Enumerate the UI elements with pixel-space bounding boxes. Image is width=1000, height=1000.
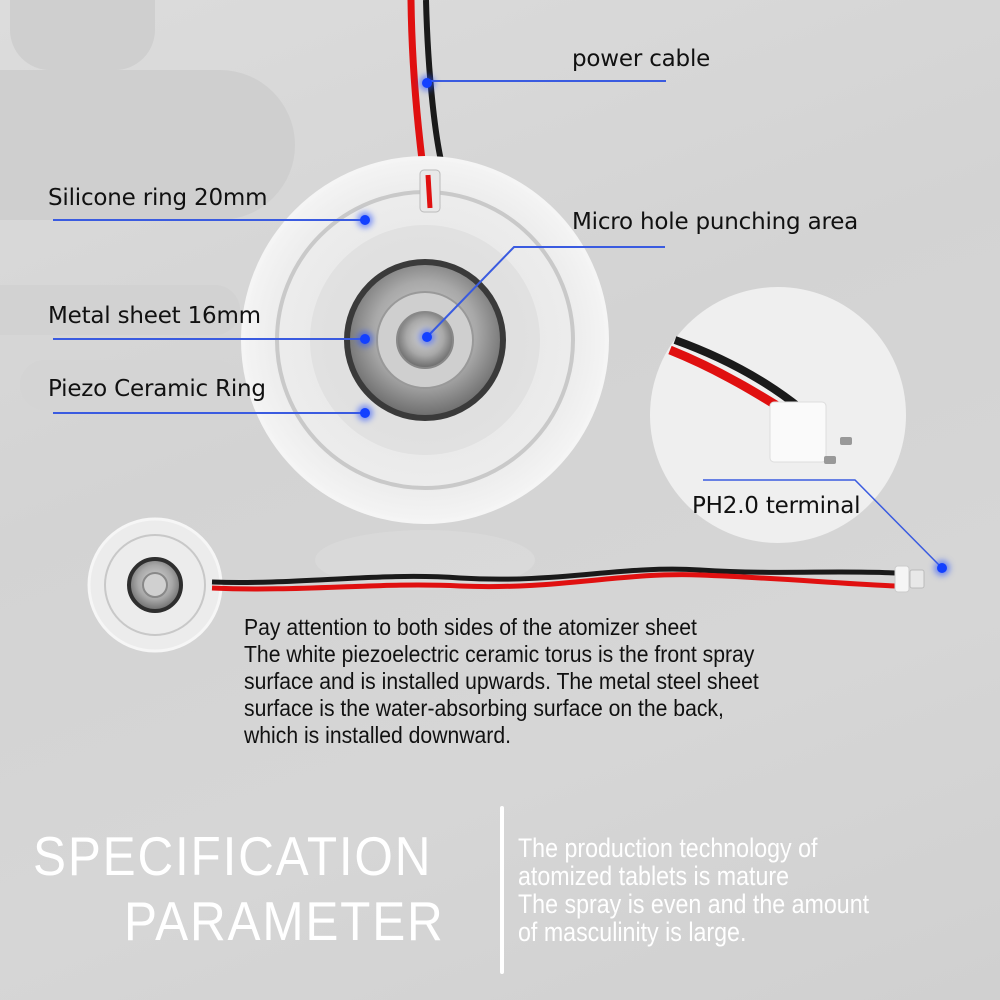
callout-dot-micro-hole xyxy=(422,332,432,342)
label-silicone-ring: Silicone ring 20mm xyxy=(48,185,268,211)
label-piezo-ceramic-ring: Piezo Ceramic Ring xyxy=(48,376,266,402)
callout-dot-terminal xyxy=(937,563,947,573)
callout-dot-power-cable xyxy=(422,78,432,88)
callout-line-piezo-ring xyxy=(53,412,366,414)
callout-line-power-cable xyxy=(428,80,666,82)
callout-line-silicone-ring xyxy=(53,219,366,221)
notice-line: surface is the water-absorbing surface o… xyxy=(244,695,724,721)
spec-desc-line: atomized tablets is mature xyxy=(518,861,790,891)
callout-dot-piezo-ring xyxy=(360,408,370,418)
label-metal-sheet: Metal sheet 16mm xyxy=(48,303,261,329)
spec-desc-line: of masculinity is large. xyxy=(518,917,747,947)
label-micro-hole-area: Micro hole punching area xyxy=(572,209,859,235)
spec-title-line1: SPECIFICATION xyxy=(33,825,433,887)
spec-desc-line: The production technology of xyxy=(518,833,818,863)
background-shape xyxy=(0,70,295,220)
notice-line: surface and is installed upwards. The me… xyxy=(244,668,759,694)
notice-line: Pay attention to both sides of the atomi… xyxy=(244,614,697,640)
callout-dot-silicone-ring xyxy=(360,215,370,225)
spec-desc-line: The spray is even and the amount xyxy=(518,889,870,919)
notice-line: The white piezoelectric ceramic torus is… xyxy=(244,641,755,667)
spec-divider xyxy=(500,806,504,974)
spec-description: The production technology of atomized ta… xyxy=(518,834,869,946)
spec-title-line2: PARAMETER xyxy=(124,890,445,952)
background-shape xyxy=(0,285,240,335)
installation-notice: Pay attention to both sides of the atomi… xyxy=(244,614,833,749)
label-power-cable: power cable xyxy=(572,46,711,72)
callout-dot-metal-sheet xyxy=(360,334,370,344)
notice-line: which is installed downward. xyxy=(244,722,511,748)
callout-line-metal-sheet xyxy=(53,338,366,340)
label-ph2-terminal: PH2.0 terminal xyxy=(692,493,861,519)
background-shape xyxy=(20,360,240,410)
background-shape xyxy=(10,0,155,70)
